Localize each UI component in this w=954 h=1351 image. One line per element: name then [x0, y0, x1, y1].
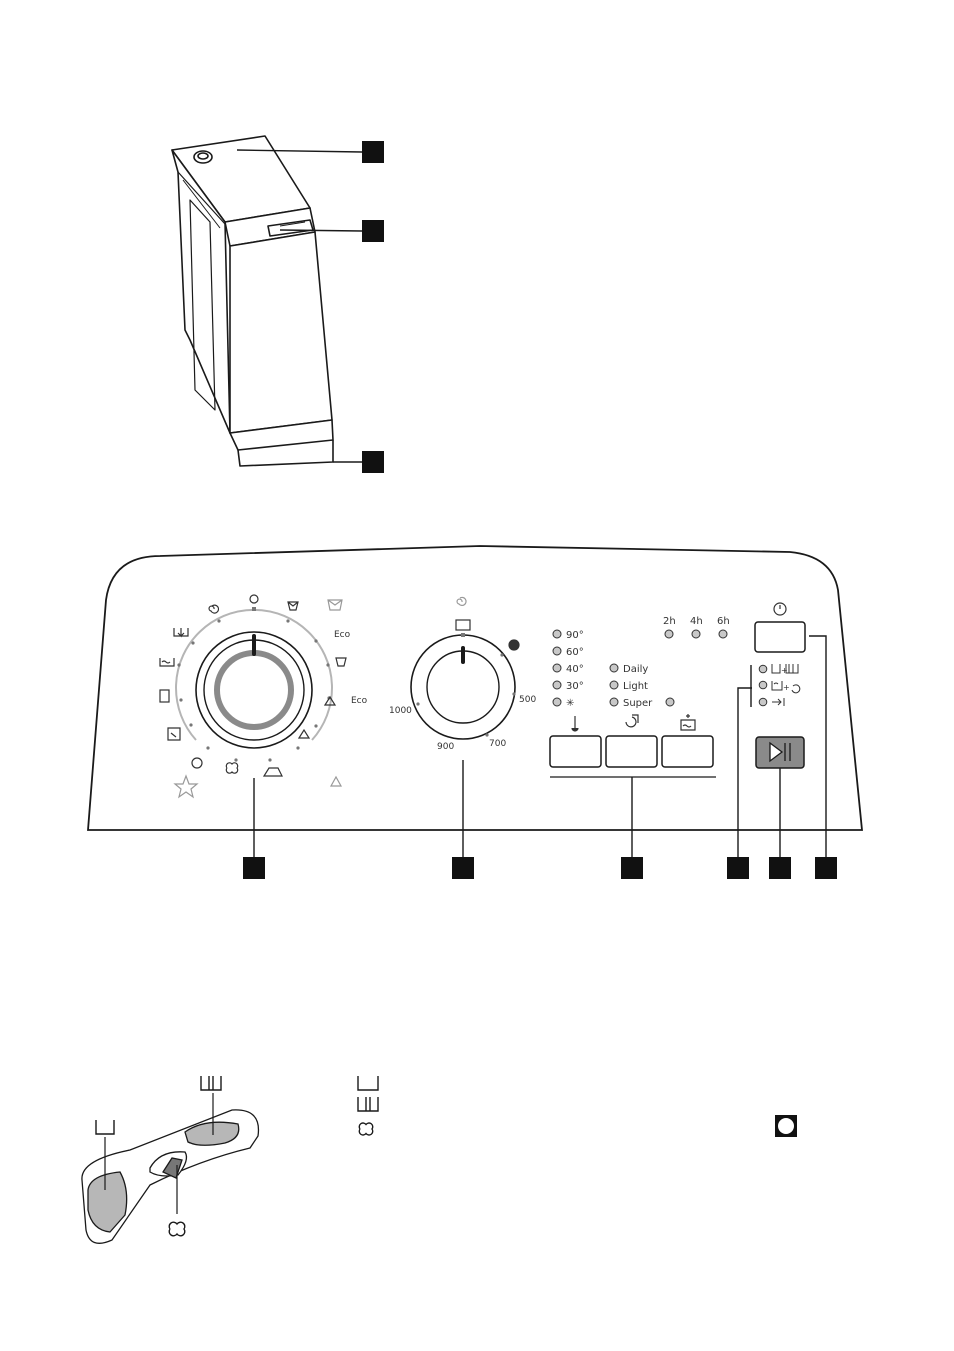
delay-4h: 4h: [690, 616, 703, 627]
softener-flower-icon: [169, 1222, 185, 1236]
temp-cold: ✳: [566, 698, 574, 709]
temperature-button[interactable]: [550, 736, 601, 767]
temp-40: 40°: [566, 664, 584, 675]
temp-90: 90°: [566, 630, 584, 641]
washing-machine: [172, 136, 333, 466]
callout-marker-program: [243, 857, 265, 879]
option-super: Super: [623, 698, 653, 709]
temp-30: 30°: [566, 681, 584, 692]
phase-leds: [759, 665, 767, 706]
legend-softener-icon: [359, 1123, 373, 1135]
callout-marker-delay: [815, 857, 837, 879]
callout-marker-phase: [727, 857, 749, 879]
night-cycle-icon: [509, 640, 519, 650]
legend-icons: [358, 1076, 378, 1135]
prewash-compartment-icon: [96, 1120, 114, 1134]
eco-label-2: Eco: [351, 696, 368, 706]
extra-rinse-button[interactable]: [662, 736, 713, 767]
spin-speed-900: 900: [437, 742, 454, 752]
temp-60: 60°: [566, 647, 584, 658]
eco-label-1: Eco: [334, 630, 351, 640]
callout-marker-2: [362, 220, 384, 242]
option-daily: Daily: [623, 664, 648, 675]
options-button[interactable]: [606, 736, 657, 767]
spin-speed-knob[interactable]: [411, 635, 515, 739]
main-wash-compartment-icon: [201, 1076, 221, 1090]
callout-marker-1: [362, 141, 384, 163]
callout-marker-buttons: [621, 857, 643, 879]
spin-speed-500: 500: [519, 695, 536, 705]
callout-marker-start: [769, 857, 791, 879]
program-selector-knob[interactable]: [196, 632, 312, 748]
spin-speed-1000: 1000: [389, 706, 412, 716]
maximum-level-circle: [778, 1118, 794, 1134]
spin-speed-700: 700: [489, 739, 506, 749]
legend-main-wash-icon: [358, 1097, 378, 1111]
callout-marker-3: [362, 451, 384, 473]
delay-start-button[interactable]: [755, 622, 805, 652]
legend-prewash-icon: [358, 1076, 378, 1090]
callout-marker-spin: [452, 857, 474, 879]
delay-6h: 6h: [717, 616, 730, 627]
option-light: Light: [623, 681, 648, 692]
svg-text:+: +: [781, 666, 788, 675]
svg-text:+: +: [783, 683, 790, 692]
delay-2h: 2h: [663, 616, 676, 627]
